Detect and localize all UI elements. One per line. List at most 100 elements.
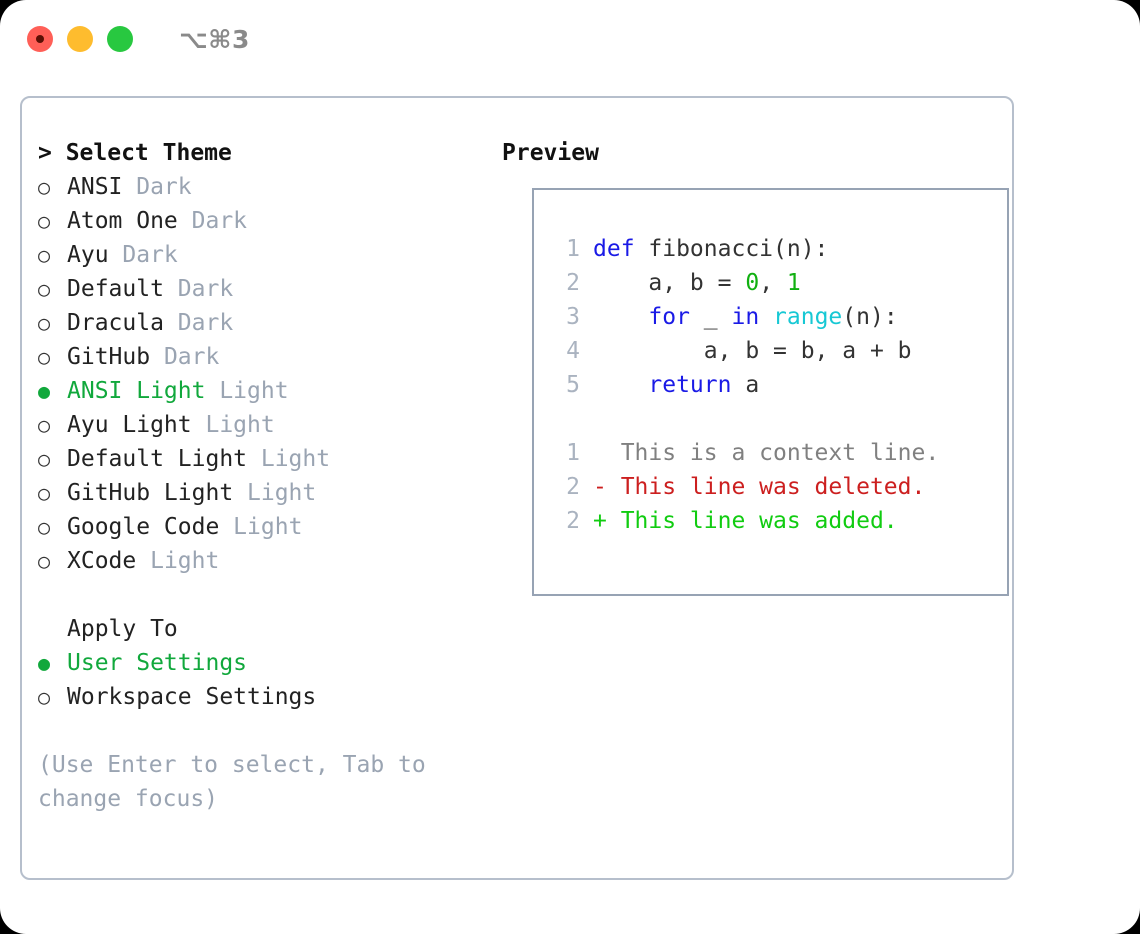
line-number: 4 [566, 338, 580, 364]
option-label: ANSI Light [67, 378, 206, 404]
option-label: Default [67, 276, 164, 302]
line-content: This is a context line. [593, 436, 940, 470]
main-panel: > Select Theme ○ANSI Dark○Atom One Dark○… [20, 96, 1014, 880]
option-label: Atom One [67, 208, 178, 234]
theme-option-ayu[interactable]: ○ Ayu Dark [38, 238, 498, 272]
theme-option-ansi[interactable]: ○ ANSI Dark [38, 170, 498, 204]
radio-unselected-icon: ○ [38, 515, 51, 539]
line-content: for _ in range(n): [593, 300, 898, 334]
radio-unselected-icon: ○ [38, 209, 51, 233]
spacer-2 [38, 714, 498, 748]
theme-option-github-light[interactable]: ○GitHub Light Light [38, 476, 498, 510]
option-label: Dracula [67, 310, 164, 336]
token-del: - This line was deleted. [593, 474, 926, 500]
close-button[interactable] [27, 26, 53, 52]
title-bar: ⌥⌘3 [0, 0, 1140, 78]
preview-header: Preview [502, 140, 599, 166]
apply-to-option-list: ● User Settings ○ Workspace Settings [38, 646, 498, 714]
theme-option-google-code[interactable]: ○Google Code Light [38, 510, 498, 544]
token-plain: (n): [842, 304, 898, 330]
code-line: 5 return a [550, 368, 939, 402]
token-plain: _ [689, 304, 732, 330]
token-kw: for [648, 304, 690, 330]
diff-line: 2 + This line was added. [550, 504, 939, 538]
option-label: GitHub Light [67, 480, 234, 506]
token-plain: , [759, 270, 787, 296]
option-variant-tag: Dark [177, 208, 248, 234]
option-variant-tag: Light [205, 378, 289, 404]
diff-line: 1 This is a context line. [550, 436, 939, 470]
radio-unselected-icon: ○ [38, 243, 51, 267]
token-kw: return [648, 372, 732, 398]
radio-unselected-icon: ○ [38, 685, 51, 709]
diff-line: 2 - This line was deleted. [550, 470, 939, 504]
option-label: Workspace Settings [67, 684, 317, 710]
line-content: return a [593, 368, 759, 402]
theme-option-ayu-light[interactable]: ○Ayu Light Light [38, 408, 498, 442]
theme-option-default[interactable]: ○ Default Dark [38, 272, 498, 306]
option-label: User Settings [67, 650, 248, 676]
option-variant-tag: Light [247, 446, 331, 472]
token-num: 1 [786, 270, 801, 296]
apply-to-option-workspace-settings[interactable]: ○ Workspace Settings [38, 680, 498, 714]
maximize-button[interactable] [107, 26, 133, 52]
select-theme-header: > Select Theme [38, 140, 232, 166]
option-label: GitHub [67, 344, 151, 370]
theme-option-atom-one[interactable]: ○ Atom One Dark [38, 204, 498, 238]
token-plain: fibonacci(n): [648, 236, 829, 262]
radio-unselected-icon: ○ [38, 447, 51, 471]
token-plain [593, 304, 648, 330]
option-label: Default Light [67, 446, 248, 472]
token-plain: a [731, 372, 760, 398]
blank-separator [550, 402, 939, 436]
token-plain [759, 304, 773, 330]
token-plain [593, 372, 648, 398]
option-label: ANSI [67, 174, 123, 200]
token-ctx: This is a context line. [593, 440, 940, 466]
line-number: 2 [566, 474, 580, 500]
theme-option-github[interactable]: ○GitHub Dark [38, 340, 498, 374]
token-plain: a, b = b, a + b [593, 338, 912, 364]
radio-unselected-icon: ○ [38, 175, 51, 199]
line-number: 2 [566, 270, 580, 296]
line-number: 2 [566, 508, 580, 534]
theme-option-xcode[interactable]: ○ XCode Light [38, 544, 498, 578]
apply-to-option-user-settings[interactable]: ● User Settings [38, 646, 498, 680]
line-content: a, b = 0, 1 [593, 266, 801, 300]
option-variant-tag: Dark [122, 174, 192, 200]
option-label: Ayu [67, 242, 109, 268]
theme-option-default-light[interactable]: ○ Default Light Light [38, 442, 498, 476]
line-content: - This line was deleted. [593, 470, 925, 504]
option-variant-tag: Dark [163, 310, 234, 336]
code-line: 3 for _ in range(n): [550, 300, 939, 334]
option-variant-tag: Dark [108, 242, 178, 268]
theme-option-ansi-light[interactable]: ● ANSI Light Light [38, 374, 498, 408]
theme-option-dracula[interactable]: ○ Dracula Dark [38, 306, 498, 340]
line-number: 1 [566, 440, 580, 466]
minimize-button[interactable] [67, 26, 93, 52]
apply-to-header: Apply To [67, 616, 178, 642]
token-num: 0 [745, 270, 760, 296]
theme-option-list: ○ ANSI Dark ○ Atom One Dark ○ Ayu Dark ○ Defaul… [38, 170, 498, 578]
option-variant-tag: Light [136, 548, 220, 574]
radio-selected-icon: ● [38, 379, 51, 403]
traffic-light-controls [27, 26, 133, 52]
token-add: + This line was added. [593, 508, 898, 534]
option-label: Google Code [67, 514, 220, 540]
radio-unselected-icon: ○ [38, 549, 51, 573]
radio-selected-icon: ● [38, 651, 51, 675]
option-label: XCode [67, 548, 137, 574]
radio-unselected-icon: ○ [38, 311, 51, 335]
option-label: Ayu Light [67, 412, 192, 438]
token-kw: def [593, 236, 649, 262]
option-variant-tag: Dark [163, 276, 234, 302]
radio-unselected-icon: ○ [38, 277, 51, 301]
token-plain: a, b = [593, 270, 746, 296]
line-content: a, b = b, a + b [593, 334, 912, 368]
code-line: 2 a, b = 0, 1 [550, 266, 939, 300]
line-content: def fibonacci(n): [593, 232, 828, 266]
